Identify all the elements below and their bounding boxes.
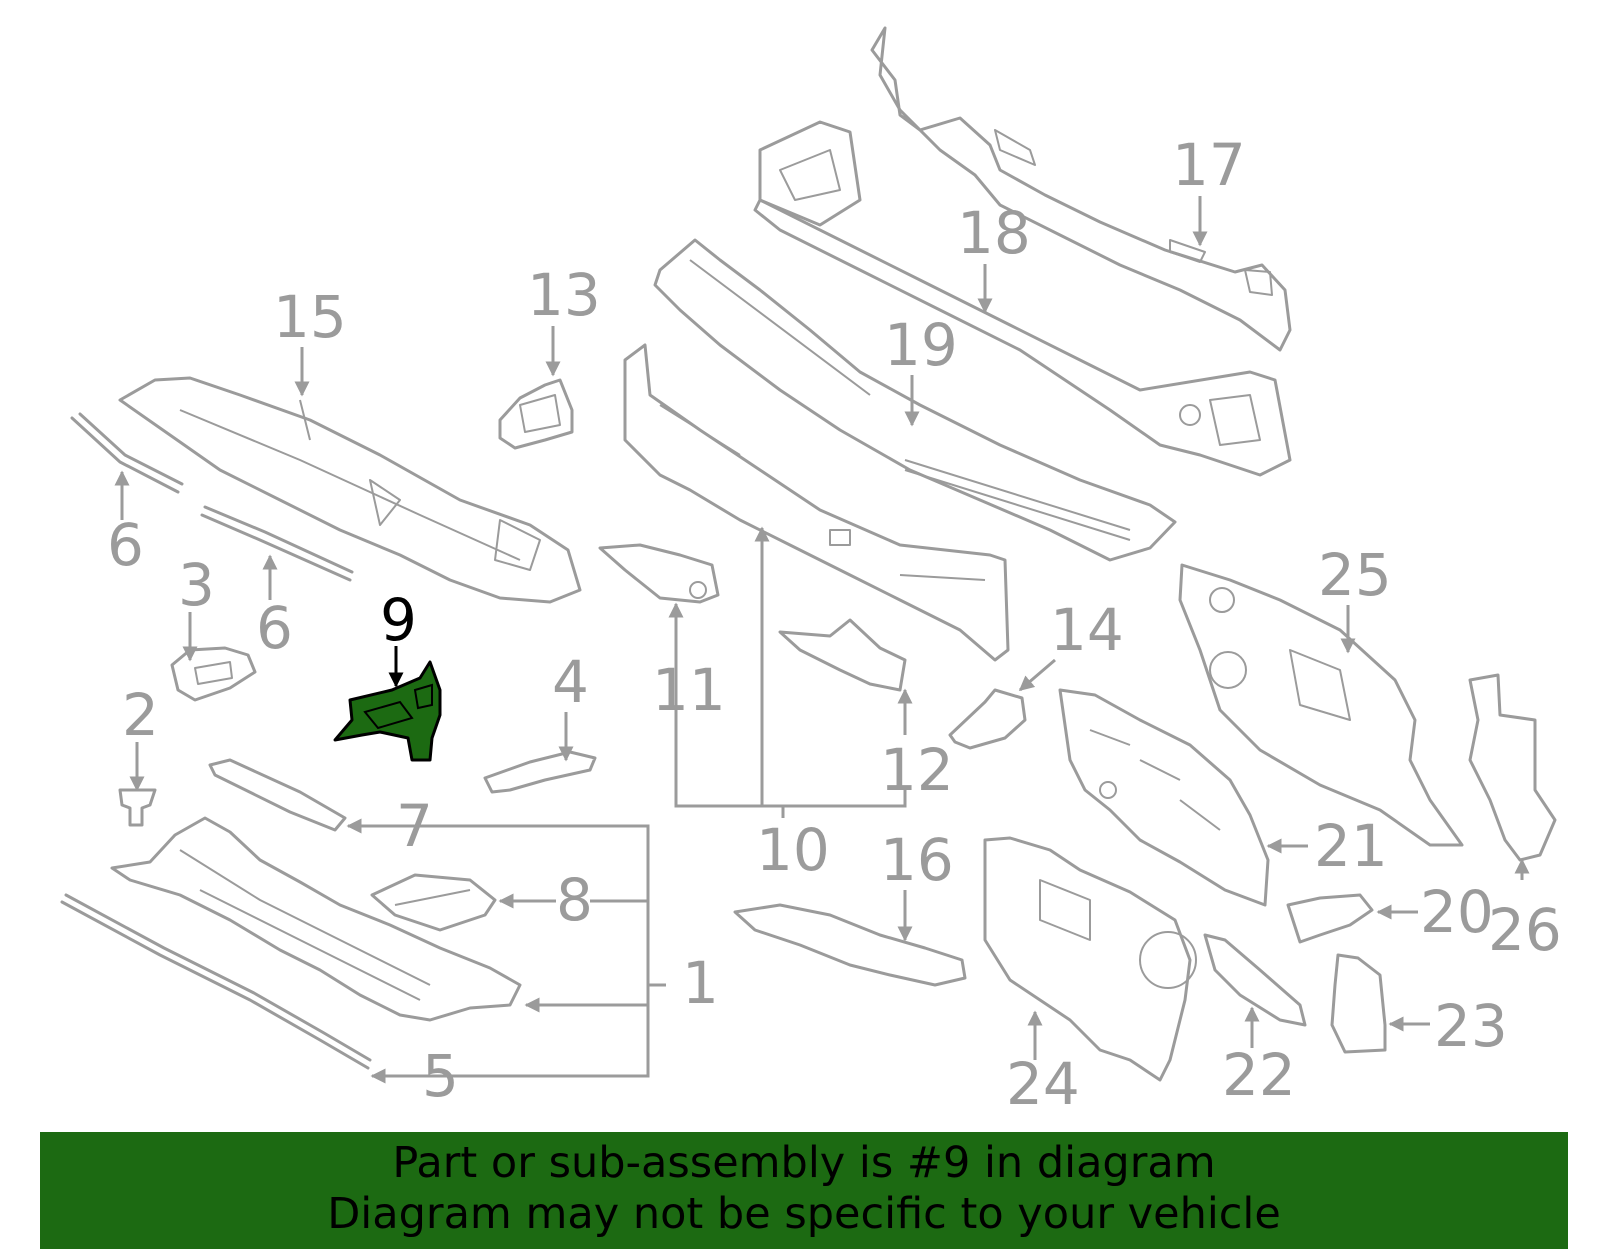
callout-3: 3 bbox=[178, 551, 215, 619]
part-10 bbox=[623, 343, 1010, 662]
callout-2: 2 bbox=[122, 681, 159, 749]
callout-6b: 6 bbox=[256, 594, 293, 662]
callout-9: 9 bbox=[380, 586, 417, 654]
part-5 bbox=[60, 893, 372, 1070]
part-1 bbox=[110, 816, 522, 1022]
callout-21: 21 bbox=[1314, 812, 1388, 880]
part-26 bbox=[1468, 673, 1557, 862]
callout-1: 1 bbox=[682, 949, 719, 1017]
bracket-10 bbox=[674, 655, 907, 808]
part-14 bbox=[948, 688, 1027, 750]
callout-26: 26 bbox=[1488, 896, 1562, 964]
callout-12: 12 bbox=[880, 736, 954, 804]
part-11 bbox=[598, 543, 720, 604]
callout-16: 16 bbox=[880, 826, 954, 894]
part-4 bbox=[483, 750, 597, 794]
callout-17: 17 bbox=[1172, 131, 1246, 199]
part-2 bbox=[118, 788, 157, 827]
callout-19: 19 bbox=[884, 311, 958, 379]
part-21 bbox=[1058, 688, 1270, 907]
banner-line-1: Part or sub-assembly is #9 in diagram bbox=[392, 1138, 1216, 1188]
callouts: 1 2 3 4 5 6 6 7 8 9 10 11 12 13 14 15 16… bbox=[107, 131, 1562, 1118]
banner-line-2: Diagram may not be specific to your vehi… bbox=[327, 1189, 1281, 1239]
part-7 bbox=[208, 758, 347, 832]
part-6-seal-b bbox=[200, 505, 354, 582]
callout-20: 20 bbox=[1420, 878, 1494, 946]
callout-25: 25 bbox=[1318, 541, 1392, 609]
bracket-1 bbox=[390, 824, 650, 1078]
callout-13: 13 bbox=[527, 261, 601, 329]
callout-24: 24 bbox=[1006, 1050, 1080, 1118]
part-6-seal-a bbox=[70, 412, 184, 494]
callout-22: 22 bbox=[1222, 1041, 1296, 1109]
part-13 bbox=[498, 378, 574, 450]
part-25 bbox=[1178, 563, 1464, 847]
callout-18: 18 bbox=[957, 199, 1031, 267]
callout-10: 10 bbox=[756, 816, 830, 884]
leader-lines bbox=[114, 196, 1530, 1084]
part-8 bbox=[370, 873, 497, 932]
callout-7: 7 bbox=[396, 792, 433, 860]
part-17 bbox=[870, 26, 1292, 352]
part-15 bbox=[118, 376, 582, 604]
part-16 bbox=[733, 903, 967, 987]
leader-14 bbox=[1018, 658, 1056, 692]
part-20 bbox=[1286, 893, 1374, 944]
part-3 bbox=[170, 646, 257, 702]
part-9-highlighted bbox=[333, 660, 442, 762]
callout-11: 11 bbox=[652, 656, 726, 724]
callout-4: 4 bbox=[552, 648, 589, 716]
callout-5: 5 bbox=[422, 1042, 459, 1110]
callout-15: 15 bbox=[273, 283, 347, 351]
callout-6a: 6 bbox=[107, 511, 144, 579]
part-23 bbox=[1330, 953, 1387, 1054]
info-banner: Part or sub-assembly is #9 in diagram Di… bbox=[40, 1132, 1568, 1249]
part-19 bbox=[653, 238, 1177, 562]
part-22 bbox=[1203, 933, 1307, 1027]
part-18 bbox=[753, 120, 1292, 477]
callout-14: 14 bbox=[1050, 596, 1124, 664]
part-12 bbox=[778, 618, 907, 692]
part-24 bbox=[983, 836, 1197, 1082]
callout-23: 23 bbox=[1434, 992, 1508, 1060]
callout-8: 8 bbox=[556, 866, 593, 934]
